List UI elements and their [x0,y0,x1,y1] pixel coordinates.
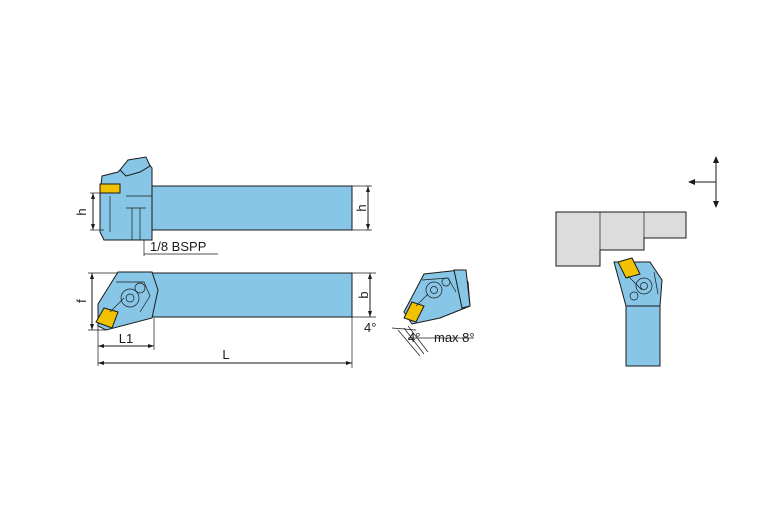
feed-direction-arrows [688,156,719,208]
label-L1: L1 [119,331,133,346]
side-view-insert [99,183,121,194]
label-L: L [222,347,229,362]
label-h-right: h [354,204,369,211]
label-f: f [74,299,89,303]
application-tool-insert [617,257,641,279]
detail-insert [403,301,425,323]
label-h-left: h [74,208,89,215]
plan-view-shank [149,272,353,318]
label-max-angle: max 8° [434,330,475,345]
workpiece [555,211,687,267]
angle-detail-view: 4° 4° max 8° [364,269,475,357]
label-bspp: 1/8 BSPP [150,239,206,254]
label-angle-b: 4° [408,330,420,345]
plan-view: f b L1 L [74,271,376,368]
application-tool-shank [625,299,661,367]
side-view-shank [149,185,353,231]
side-view-clamp [119,156,151,177]
application-view [555,156,719,367]
label-b: b [356,291,371,298]
side-view: h h 1/8 BSPP [74,156,372,256]
label-angle-a: 4° [364,320,376,335]
plan-view-insert [95,307,119,329]
